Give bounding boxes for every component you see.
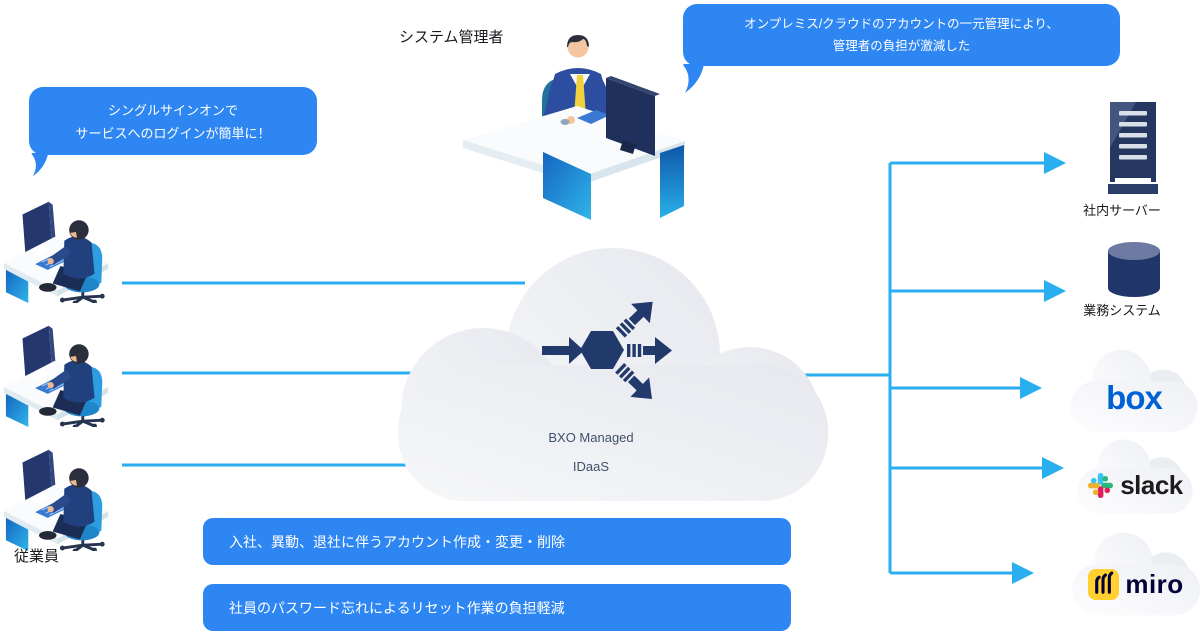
box-logo: box bbox=[1106, 378, 1163, 416]
miro-logo-text: miro bbox=[1125, 569, 1184, 599]
arrowhead-icons bbox=[1012, 152, 1066, 584]
box-logo-text: box bbox=[1106, 378, 1163, 416]
idaas-cloud-title-line1: BXO Managed bbox=[548, 430, 634, 445]
slack-service-cloud: slack bbox=[1070, 436, 1200, 514]
feature-text-1: 入社、異動、退社に伴うアカウント作成・変更・削除 bbox=[229, 533, 565, 550]
server-icon bbox=[1106, 102, 1160, 196]
employee-speech-bubble: シングルサインオンで サービスへのログインが簡単に！ bbox=[29, 87, 317, 155]
admin-speech-bubble: オンプレミス/クラウドのアカウントの一元管理により、 管理者の負担が激減した bbox=[683, 4, 1120, 66]
employee-bubble-tail bbox=[31, 153, 51, 177]
admin-label: システム管理者 bbox=[399, 29, 504, 46]
feature-box-password-reset: 社員のパスワード忘れによるリセット作業の負担軽減 bbox=[203, 584, 791, 631]
admin-bubble-line2: 管理者の負担が激減した bbox=[832, 39, 971, 53]
miro-m-icon bbox=[1088, 569, 1119, 600]
employee-at-desk-illustration-1 bbox=[2, 194, 114, 303]
slack-logo: slack bbox=[1087, 472, 1183, 499]
box-service-cloud: box bbox=[1068, 346, 1200, 432]
employee-at-desk-illustration-2 bbox=[2, 318, 114, 427]
employee-bubble-line1: シングルサインオンで bbox=[107, 103, 238, 118]
miro-service-cloud: miro bbox=[1072, 526, 1200, 618]
admin-bubble-tail bbox=[683, 64, 707, 94]
employees-label: 従業員 bbox=[14, 548, 60, 565]
business-system-label: 業務システム bbox=[1083, 303, 1161, 318]
feature-box-account-lifecycle: 入社、異動、退社に伴うアカウント作成・変更・削除 bbox=[203, 518, 791, 565]
miro-logo: miro bbox=[1088, 569, 1183, 600]
employee-bubble-line2: サービスへのログインが簡単に！ bbox=[75, 126, 271, 141]
slack-logo-text: slack bbox=[1120, 470, 1183, 500]
slack-pinwheel-icon bbox=[1087, 472, 1114, 499]
admin-bubble-line1: オンプレミス/クラウドのアカウントの一元管理により、 bbox=[744, 17, 1059, 31]
feature-text-2: 社員のパスワード忘れによるリセット作業の負担軽減 bbox=[229, 599, 565, 616]
idaas-distribution-icon bbox=[540, 291, 676, 409]
database-icon bbox=[1107, 241, 1161, 299]
admin-at-desk-illustration bbox=[458, 30, 698, 226]
server-label: 社内サーバー bbox=[1083, 203, 1161, 218]
idaas-cloud-title-line2: IDaaS bbox=[572, 459, 610, 474]
employee-at-desk-illustration-3 bbox=[2, 442, 114, 551]
